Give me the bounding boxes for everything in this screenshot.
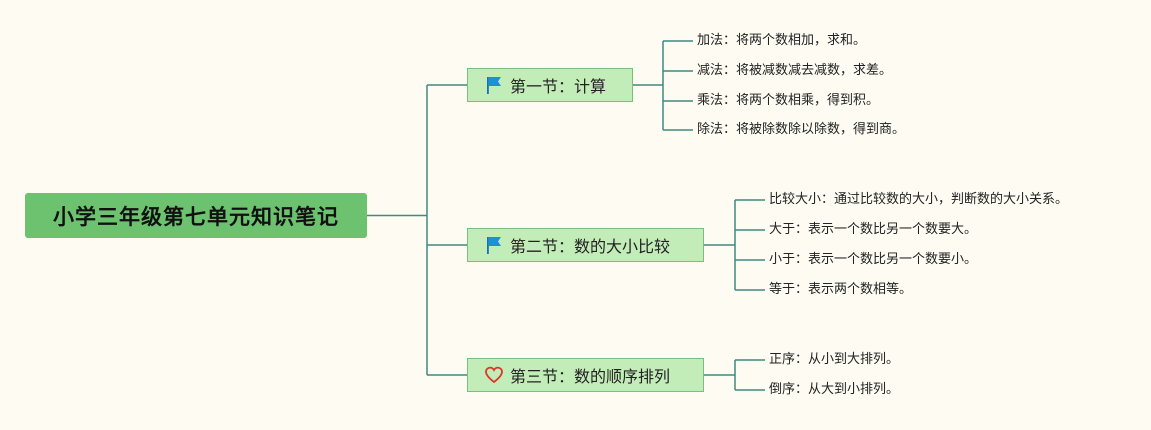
root-topic[interactable]: 小学三年级第七单元知识笔记 [25,193,367,238]
heart-icon [485,366,503,384]
section-3-item-1[interactable]: 正序：从小到大排列。 [769,352,900,367]
section-2-item-4[interactable]: 等于：表示两个数相等。 [769,282,913,297]
section-1-item-3[interactable]: 乘法：将两个数相乘，得到积。 [697,93,880,108]
section-1-node[interactable]: 第一节：计算 [467,68,633,102]
section-1-item-4[interactable]: 除法：将被除数除以除数，得到商。 [697,122,906,137]
section-2-node[interactable]: 第二节：数的大小比较 [467,228,704,262]
section-1-item-1[interactable]: 加法：将两个数相加，求和。 [697,33,867,48]
section-3-node[interactable]: 第三节：数的顺序排列 [467,358,704,392]
section-2-item-3[interactable]: 小于：表示一个数比另一个数要小。 [769,252,978,267]
section-2-title: 第二节：数的大小比较 [510,237,671,256]
section-1-title: 第一节：计算 [510,77,607,96]
section-2-item-1[interactable]: 比较大小：通过比较数的大小，判断数的大小关系。 [769,192,1069,207]
flag-icon [487,77,501,94]
section-2-item-2[interactable]: 大于：表示一个数比另一个数要大。 [769,222,978,237]
section-1-item-2[interactable]: 减法：将被减数减去减数，求差。 [697,63,893,78]
section-3-title: 第三节：数的顺序排列 [510,367,671,386]
section-3-item-2[interactable]: 倒序：从大到小排列。 [769,382,900,397]
flag-icon [487,237,501,254]
